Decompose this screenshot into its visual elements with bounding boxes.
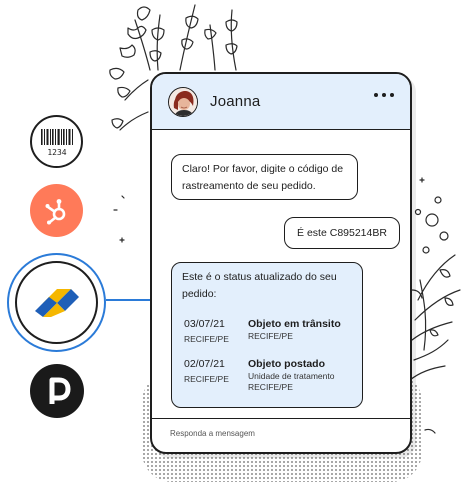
- barcode-number: 1234: [47, 148, 66, 157]
- more-options-icon[interactable]: [374, 93, 394, 97]
- event-city: RECIFE/PE: [184, 374, 229, 384]
- event-title: Objeto postado: [248, 358, 325, 370]
- event-city: RECIFE/PE: [184, 334, 229, 344]
- barcode-app[interactable]: 1234: [30, 115, 83, 168]
- chat-window: Joanna Claro! Por favor, digite o código…: [150, 72, 412, 454]
- tracking-app-icon: [34, 288, 79, 317]
- pipedrive-app[interactable]: [30, 364, 84, 418]
- contact-name: Joanna: [210, 93, 261, 110]
- event-title: Objeto em trânsito: [248, 318, 341, 330]
- barcode-icon: 1234: [40, 128, 73, 157]
- tracking-app-badge: [15, 261, 98, 344]
- message-input[interactable]: Responda a mensagem: [152, 418, 410, 452]
- incoming-message: Claro! Por favor, digite o código de ras…: [171, 154, 358, 200]
- tracking-status-message: Este é o status atualizado do seu pedido…: [171, 262, 363, 408]
- pipedrive-icon: [49, 377, 71, 404]
- event-date: 03/07/21: [184, 318, 225, 330]
- contact-avatar-image: [169, 87, 197, 116]
- status-intro: Este é o status atualizado do seu pedido…: [182, 271, 337, 300]
- event-date: 02/07/21: [184, 358, 225, 370]
- event-detail: RECIFE/PE: [248, 331, 293, 341]
- hubspot-app[interactable]: [30, 184, 83, 237]
- event-detail: Unidade de tratamento RECIFE/PE: [248, 371, 335, 392]
- connector-line: [106, 299, 190, 301]
- hubspot-icon: [45, 198, 65, 224]
- outgoing-message: É este C895214BR: [284, 217, 400, 249]
- chat-header: Joanna: [152, 74, 410, 130]
- avatar[interactable]: [168, 86, 198, 117]
- tracking-app-selected[interactable]: [7, 253, 106, 352]
